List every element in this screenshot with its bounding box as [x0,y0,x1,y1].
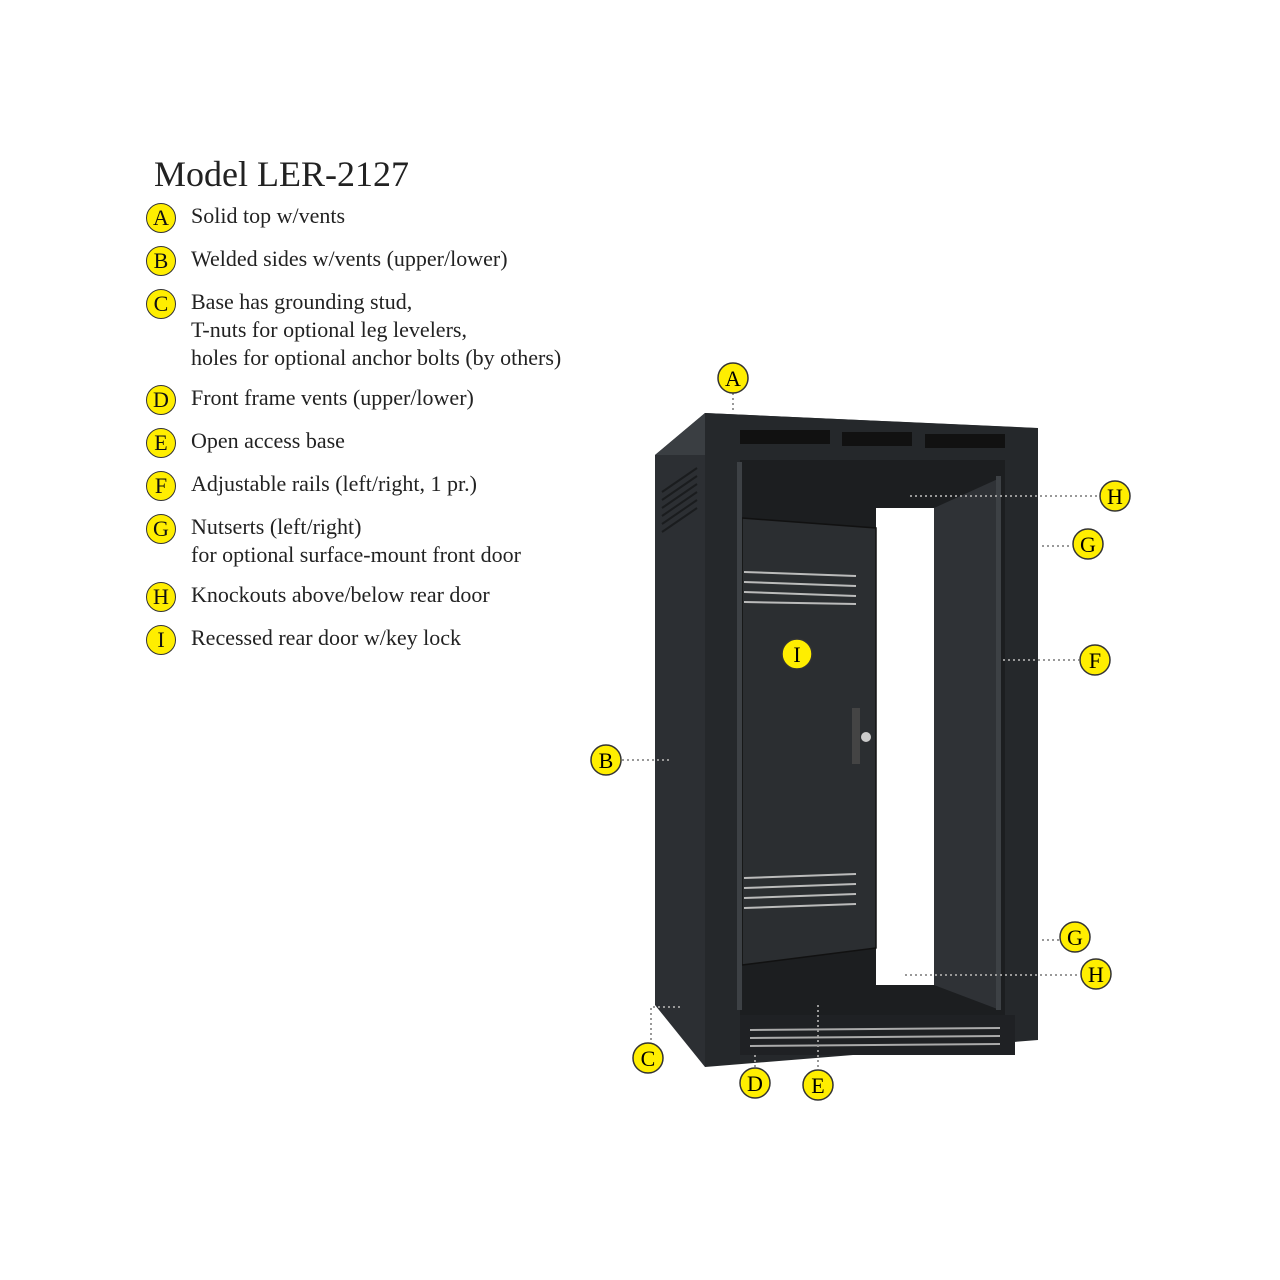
legend-item-e: E Open access base [146,427,666,458]
legend-item-b: B Welded sides w/vents (upper/lower) [146,245,666,276]
legend-line: Front frame vents (upper/lower) [191,385,474,410]
svg-text:G: G [1080,532,1096,557]
legend-line: Adjustable rails (left/right, 1 pr.) [191,471,477,496]
legend-text: Solid top w/vents [191,202,345,230]
callout-a: A [717,362,749,394]
callout-f: F [1079,644,1111,676]
base-panel [740,1015,1015,1055]
legend-line: Base has grounding stud, [191,289,413,314]
svg-text:D: D [747,1071,763,1096]
callout-e: E [802,1069,834,1101]
legend-text: Front frame vents (upper/lower) [191,384,474,412]
legend-line: Open access base [191,428,345,453]
legend-text: Adjustable rails (left/right, 1 pr.) [191,470,477,498]
legend-item-c: C Base has grounding stud, T-nuts for opti… [146,288,666,372]
top-front-vents [740,430,1005,448]
legend-item-a: A Solid top w/vents [146,202,666,233]
legend-line: Nutserts (left/right) [191,514,362,539]
model-title: Model LER-2127 [154,154,409,194]
legend-text: Welded sides w/vents (upper/lower) [191,245,508,273]
legend-badge: B [146,246,176,276]
legend-text: Open access base [191,427,345,455]
svg-text:G: G [1067,925,1083,950]
legend-text: Knockouts above/below rear door [191,581,490,609]
legend-badge: G [146,514,176,544]
left-rail [737,462,742,1010]
svg-text:H: H [1088,962,1104,987]
leader-lines [622,393,1100,1070]
rear-opening [876,508,934,985]
legend-item-g: G Nutserts (left/right) for optional surfa… [146,513,666,569]
legend-line: Knockouts above/below rear door [191,582,490,607]
door-vents [743,571,857,909]
legend-line: T-nuts for optional leg levelers, [191,317,467,342]
callout-i: I [781,638,813,670]
legend-line: Solid top w/vents [191,203,346,228]
svg-text:E: E [811,1073,824,1098]
svg-text:B: B [599,748,614,773]
callout-g-bottom: G [1059,921,1091,953]
callout-h-top: H [1099,480,1131,512]
legend-badge: H [146,582,176,612]
svg-text:H: H [1107,484,1123,509]
lock-knob [861,732,871,742]
side-panel [655,413,705,1067]
door-lock [852,708,860,764]
base-vents [749,1027,1001,1047]
legend-text: Recessed rear door w/key lock [191,624,461,652]
legend-item-d: D Front frame vents (upper/lower) [146,384,666,415]
svg-text:A: A [725,366,741,391]
callout-h-bottom: H [1080,958,1112,990]
right-rail [996,476,1001,1010]
legend-badge: A [146,203,176,233]
legend-badge: E [146,428,176,458]
legend-line: holes for optional anchor bolts (by othe… [191,345,562,370]
callout-c: C [632,1042,664,1074]
legend-badge: F [146,471,176,501]
svg-text:F: F [1089,648,1101,673]
svg-text:C: C [641,1046,656,1071]
callout-b: B [590,744,622,776]
legend-badge: I [146,625,176,655]
callout-g-top: G [1072,528,1104,560]
right-interior-wall [934,478,1000,1010]
legend-line: for optional surface-mount front door [191,542,521,567]
legend-text: Nutserts (left/right) for optional surfac… [191,513,521,569]
svg-text:I: I [793,642,800,667]
legend-item-h: H Knockouts above/below rear door [146,581,666,612]
legend-item-i: I Recessed rear door w/key lock [146,624,666,655]
callout-d: D [739,1067,771,1099]
legend-text: Base has grounding stud, T-nuts for optio… [191,288,561,372]
legend-line: Welded sides w/vents (upper/lower) [191,246,508,271]
legend-badge: C [146,289,176,319]
legend-badge: D [146,385,176,415]
legend-line: Recessed rear door w/key lock [191,625,462,650]
legend-item-f: F Adjustable rails (left/right, 1 pr.) [146,470,666,501]
callouts: A H G I F B G H C D E [590,362,1131,1101]
side-vents [661,467,698,533]
